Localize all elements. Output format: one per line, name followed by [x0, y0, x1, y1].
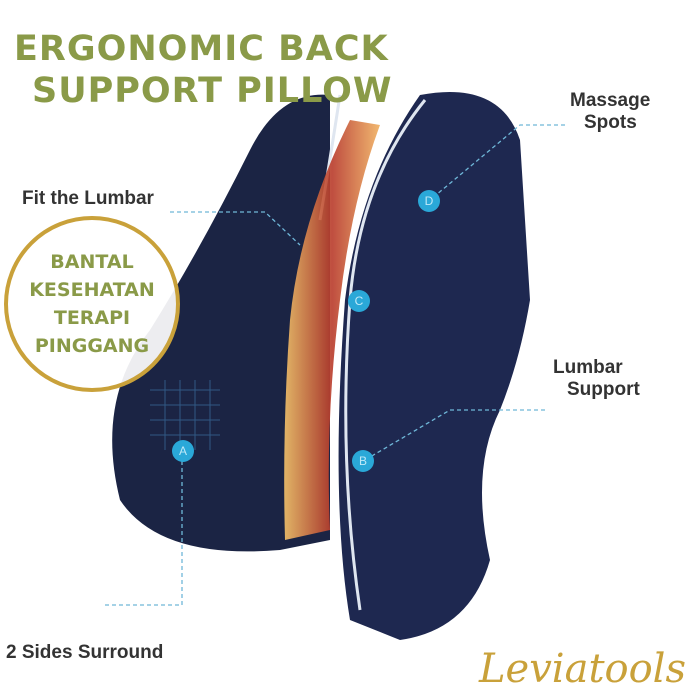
- marker-c: C: [348, 290, 370, 312]
- badge-line: KESEHATAN: [29, 279, 155, 301]
- marker-d: D: [418, 190, 440, 212]
- marker-b: B: [352, 450, 374, 472]
- label-line: Spots: [584, 112, 637, 133]
- label-line: Lumbar: [553, 357, 623, 378]
- label-lumbar-support: Lumbar Support: [553, 357, 640, 401]
- badge-circle: BANTAL KESEHATAN TERAPI PINGGANG: [4, 216, 180, 392]
- pillow-right-wing: [338, 92, 530, 640]
- badge-line: PINGGANG: [34, 335, 150, 357]
- label-line: Massage: [570, 90, 651, 111]
- title-line-1: ERGONOMIC BACK: [14, 29, 389, 69]
- title-line-2: SUPPORT PILLOW: [32, 71, 393, 111]
- badge-line: TERAPI: [53, 307, 131, 329]
- badge-line: BANTAL: [50, 251, 134, 273]
- page-title: ERGONOMIC BACK SUPPORT PILLOW: [14, 28, 393, 112]
- label-massage-spots: Massage Spots: [570, 90, 650, 134]
- spine: [284, 120, 380, 540]
- label-2-sides-surround: 2 Sides Surround: [6, 642, 164, 663]
- label-line: Support: [567, 379, 640, 400]
- pillow-left-wing: [112, 94, 330, 552]
- marker-a: A: [172, 440, 194, 462]
- brand-logo: Leviatools: [478, 646, 686, 692]
- label-fit-lumbar: Fit the Lumbar: [22, 188, 154, 209]
